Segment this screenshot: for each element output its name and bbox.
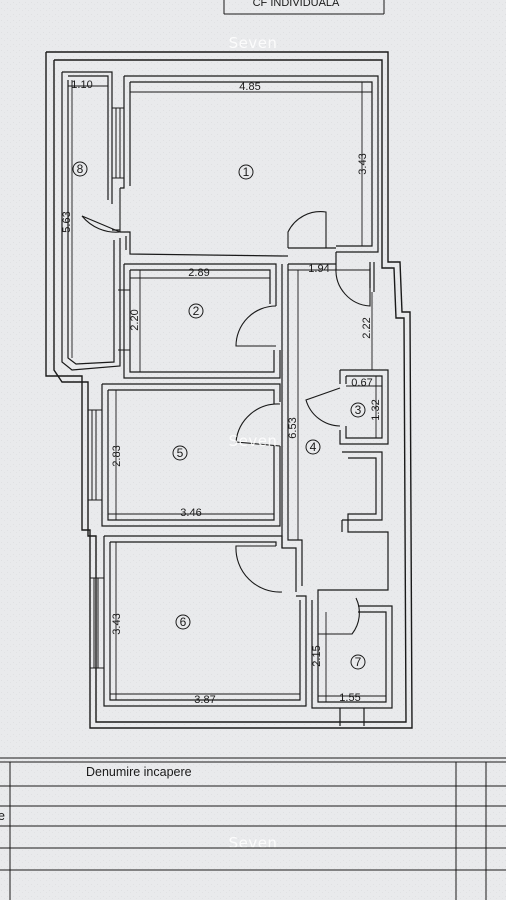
room-7-walls (311, 600, 393, 726)
watermark-bottom: Seven (229, 834, 278, 852)
door-arc-room-6 (235, 545, 283, 593)
dim-room-7-width: 1.55 (339, 692, 360, 704)
room-4-number: 4 (310, 440, 317, 454)
room-6-walls (103, 535, 307, 707)
dim-room-1-width: 4.85 (239, 81, 260, 93)
door-arc-room-5 (235, 403, 281, 447)
room-3-number: 3 (355, 403, 362, 417)
dimension-labels: 4.85 3.43 1.10 5.63 2.89 2.20 1.94 6.53 … (61, 79, 382, 706)
dimension-lines (68, 80, 386, 702)
room-2-marker (188, 303, 204, 319)
room-6-window (90, 577, 104, 669)
room-5-window (88, 409, 102, 501)
door-arc-room-7 (318, 597, 360, 635)
room-8-marker (72, 161, 88, 177)
room-6-number: 6 (180, 615, 187, 629)
room-1-marker (238, 164, 254, 180)
room-table (0, 757, 506, 900)
room-7-number: 7 (355, 655, 362, 669)
table-column-header: Denumire incapere (86, 765, 192, 779)
dim-room-8-height: 5.63 (61, 211, 73, 232)
room-8-walls (61, 71, 121, 371)
dim-room-2-height: 2.20 (129, 309, 141, 330)
door-arc-room-3 (305, 387, 341, 427)
dim-room-4-length: 6.53 (287, 417, 299, 438)
room-6-marker (175, 614, 191, 630)
title-box: CF INDIVIDUALA (223, 0, 385, 15)
room-5-marker (172, 445, 188, 461)
dim-room-4-side: 2.22 (361, 317, 373, 338)
dim-room-4-width: 1.94 (308, 263, 329, 275)
room-7-marker (350, 654, 366, 670)
hall-right-walls (317, 451, 389, 606)
door-arc-room-2 (235, 305, 277, 347)
room-5-number: 5 (177, 446, 184, 460)
watermark-middle: Seven (229, 432, 278, 450)
room-8-number: 8 (77, 162, 84, 176)
dim-room-7-height: 2.15 (311, 645, 323, 666)
dim-room-5-width: 3.46 (180, 507, 201, 519)
room-1-number: 1 (243, 165, 250, 179)
room-2-window (118, 289, 130, 351)
dim-room-5-height: 2.83 (111, 445, 123, 466)
dim-room-6-height: 3.43 (111, 613, 123, 634)
door-arc-room-8 (81, 188, 121, 233)
dim-room-8-width: 1.10 (71, 79, 92, 91)
room-numbers: 1 2 3 4 5 6 7 8 (77, 162, 362, 669)
table-row-marker: e (0, 809, 5, 823)
watermark-top: Seven (229, 34, 278, 52)
room-1-window (112, 107, 124, 179)
room-2-walls (123, 263, 281, 379)
room-4-marker (305, 439, 321, 455)
dim-room-1-height: 3.43 (357, 153, 369, 174)
door-arc-room-1 (287, 211, 327, 248)
door-arc-hall-top (335, 267, 371, 307)
room-number-markers (72, 161, 366, 670)
dim-room-3-width: 0.67 (351, 377, 372, 389)
room-1-walls (120, 75, 379, 257)
room-2-number: 2 (193, 304, 200, 318)
outer-walls (45, 51, 413, 729)
title-text: CF INDIVIDUALA (253, 0, 340, 9)
dim-room-2-width: 2.89 (188, 267, 209, 279)
room-3-marker (350, 402, 366, 418)
room-5-walls (101, 383, 281, 527)
dim-room-6-width: 3.87 (194, 694, 215, 706)
dim-room-3-height: 1.32 (370, 399, 382, 420)
